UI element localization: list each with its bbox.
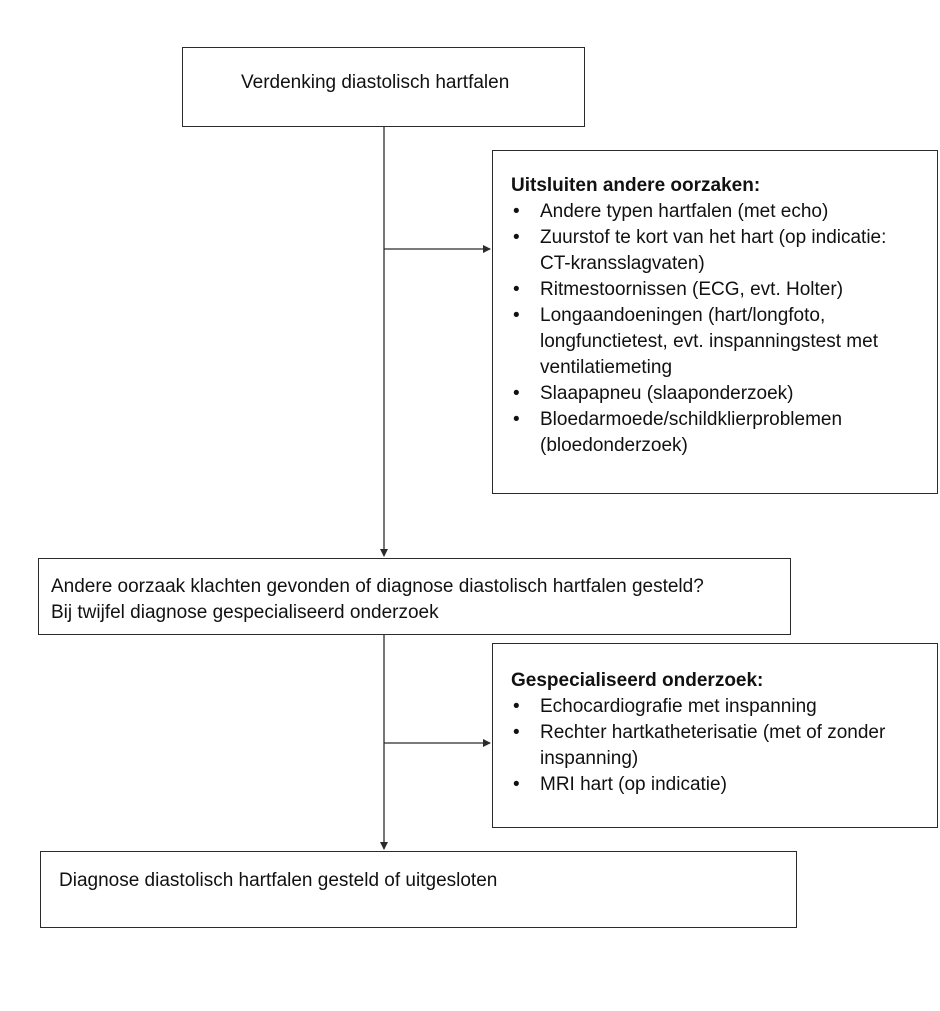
start-text: Verdenking diastolisch hartfalen <box>241 72 510 93</box>
exclude-item: Zuurstof te kort van het hart (op indica… <box>511 225 921 277</box>
final-text: Diagnose diastolisch hartfalen gesteld o… <box>59 870 498 891</box>
exclude-list: Andere typen hartfalen (met echo) Zuurst… <box>511 199 921 459</box>
decision-line-1: Andere oorzaak klachten gevonden of diag… <box>51 576 704 597</box>
specialized-research-box: Gespecialiseerd onderzoek: Echocardiogra… <box>492 643 938 828</box>
exclude-item: Andere typen hartfalen (met echo) <box>511 199 921 225</box>
special-heading: Gespecialiseerd onderzoek: <box>511 670 764 691</box>
special-item: Echocardiografie met inspanning <box>511 694 921 720</box>
exclude-item: Bloedarmoede/schildklierproblemen (bloed… <box>511 407 921 459</box>
special-list: Echocardiografie met inspanning Rechter … <box>511 694 921 798</box>
special-item: Rechter hartkatheterisatie (met of zonde… <box>511 720 921 772</box>
exclude-heading: Uitsluiten andere oorzaken: <box>511 175 761 196</box>
final-box: Diagnose diastolisch hartfalen gesteld o… <box>40 851 797 928</box>
decision-box: Andere oorzaak klachten gevonden of diag… <box>38 558 791 635</box>
decision-line-2: Bij twijfel diagnose gespecialiseerd ond… <box>51 602 439 623</box>
exclude-causes-box: Uitsluiten andere oorzaken: Andere typen… <box>492 150 938 494</box>
exclude-item: Slaapapneu (slaaponderzoek) <box>511 381 921 407</box>
exclude-item: Longaandoeningen (hart/longfoto, longfun… <box>511 303 921 381</box>
start-box: Verdenking diastolisch hartfalen <box>182 47 585 127</box>
special-item: MRI hart (op indicatie) <box>511 772 921 798</box>
exclude-item: Ritmestoornissen (ECG, evt. Holter) <box>511 277 921 303</box>
